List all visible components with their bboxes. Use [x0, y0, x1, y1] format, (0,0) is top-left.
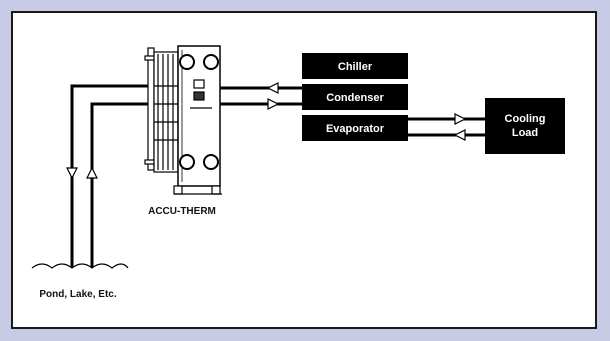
source-pipes	[70, 84, 148, 268]
left-arrow-icon	[453, 129, 466, 141]
evaporator-box	[302, 115, 408, 141]
source-label: Pond, Lake, Etc.	[39, 289, 116, 300]
right-arrow-icon	[267, 98, 280, 110]
source-supply-pipe	[70, 84, 148, 268]
plate-heat-exchanger-icon	[144, 45, 222, 195]
chiller-label: Chiller	[338, 61, 373, 73]
condenser-flow-arrows	[266, 82, 280, 110]
left-arrow-icon	[266, 82, 279, 94]
right-arrow-icon	[454, 113, 467, 125]
up-arrow-icon	[86, 166, 98, 179]
chiller-box	[302, 53, 408, 79]
cooling-load-label-line1: Cooling	[505, 113, 546, 125]
condenser-box	[302, 84, 408, 110]
evaporator-label: Evaporator	[326, 123, 385, 135]
down-arrow-icon	[66, 167, 78, 180]
evaporator-pipes	[408, 117, 485, 137]
condenser-label: Condenser	[326, 92, 384, 104]
evaporator-flow-arrows	[453, 113, 467, 141]
cooling-load-label-line2: Load	[512, 127, 538, 139]
water-surface-icon	[31, 263, 129, 269]
cooling-load-group: Cooling Load	[485, 98, 565, 154]
exchanger-label: ACCU-THERM	[148, 206, 216, 217]
condenser-pipes	[220, 86, 302, 106]
source-flow-arrows	[66, 166, 98, 180]
cooling-load-box	[485, 98, 565, 154]
chiller-group: Chiller Condenser Evaporator	[302, 53, 408, 141]
source-return-pipe	[90, 102, 148, 268]
